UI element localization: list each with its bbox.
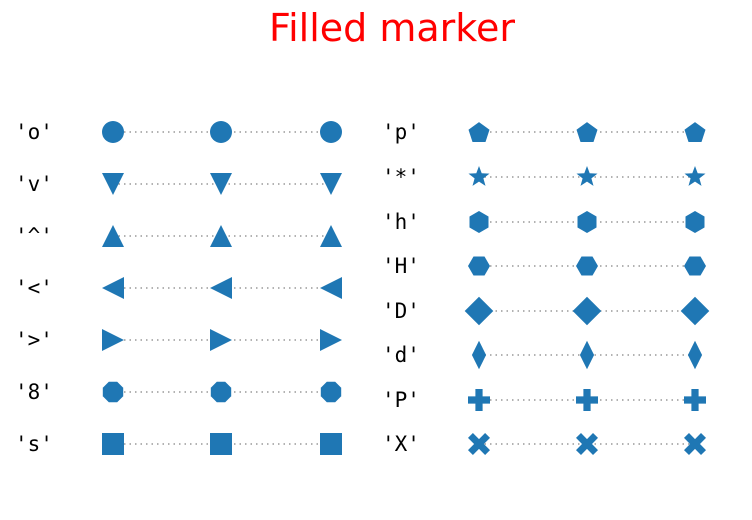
marker-o bbox=[320, 121, 342, 143]
marker-label: 'v' bbox=[15, 172, 53, 196]
marker-label: 'p' bbox=[382, 120, 420, 144]
marker-< bbox=[102, 277, 124, 299]
marker-< bbox=[210, 277, 232, 299]
marker-X bbox=[576, 433, 598, 455]
marker-label: 's' bbox=[15, 432, 53, 456]
marker-label: '^' bbox=[15, 224, 53, 248]
marker-label: 'o' bbox=[15, 120, 53, 144]
marker-8 bbox=[102, 381, 124, 403]
marker-d bbox=[471, 340, 487, 370]
marker-p bbox=[576, 122, 598, 142]
marker-label: 'd' bbox=[382, 343, 420, 367]
marker-s bbox=[102, 433, 124, 455]
marker-^ bbox=[210, 225, 232, 247]
marker-P bbox=[576, 389, 598, 411]
marker-label: '<' bbox=[15, 276, 53, 300]
marker-h bbox=[577, 211, 597, 233]
marker-H bbox=[468, 256, 490, 276]
marker-* bbox=[576, 166, 598, 186]
marker-s bbox=[320, 433, 342, 455]
marker-label: 'H' bbox=[382, 254, 420, 278]
marker-o bbox=[102, 121, 124, 143]
marker-8 bbox=[210, 381, 232, 403]
marker-D bbox=[680, 296, 710, 326]
marker-h bbox=[469, 211, 489, 233]
marker-H bbox=[576, 256, 598, 276]
marker-o bbox=[210, 121, 232, 143]
marker-D bbox=[464, 296, 494, 326]
marker-label: '*' bbox=[382, 165, 420, 189]
marker-> bbox=[320, 329, 342, 351]
marker-label: '>' bbox=[15, 328, 53, 352]
marker-D bbox=[572, 296, 602, 326]
marker-X bbox=[468, 433, 490, 455]
marker-label: '8' bbox=[15, 380, 53, 404]
marker-8 bbox=[320, 381, 342, 403]
marker-v bbox=[102, 173, 124, 195]
marker-v bbox=[320, 173, 342, 195]
marker-* bbox=[684, 166, 706, 186]
marker-P bbox=[684, 389, 706, 411]
marker-p bbox=[684, 122, 706, 142]
marker-h bbox=[685, 211, 705, 233]
marker-label: 'h' bbox=[382, 210, 420, 234]
marker-^ bbox=[320, 225, 342, 247]
marker-H bbox=[684, 256, 706, 276]
marker-p bbox=[468, 122, 490, 142]
marker-> bbox=[210, 329, 232, 351]
marker-label: 'X' bbox=[382, 432, 420, 456]
marker-< bbox=[320, 277, 342, 299]
marker-v bbox=[210, 173, 232, 195]
marker-X bbox=[684, 433, 706, 455]
marker-d bbox=[579, 340, 595, 370]
marker-> bbox=[102, 329, 124, 351]
marker-label: 'D' bbox=[382, 299, 420, 323]
marker-label: 'P' bbox=[382, 388, 420, 412]
marker-s bbox=[210, 433, 232, 455]
chart-title: Filled marker bbox=[269, 6, 515, 50]
marker-* bbox=[468, 166, 490, 186]
marker-d bbox=[687, 340, 703, 370]
marker-^ bbox=[102, 225, 124, 247]
marker-P bbox=[468, 389, 490, 411]
